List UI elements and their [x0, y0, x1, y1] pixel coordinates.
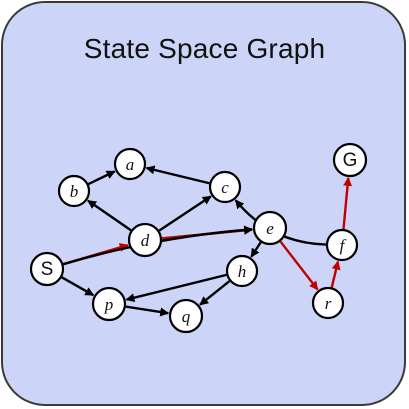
- node-e: e: [252, 210, 288, 246]
- edge-c-to-a: [145, 165, 210, 185]
- node-f-circle: [325, 228, 359, 262]
- edge-e-to-r: [279, 240, 319, 291]
- edge-d-to-b: [87, 199, 132, 232]
- node-h-label: h: [238, 262, 247, 281]
- node-c-label: c: [221, 178, 229, 197]
- node-q-circle: [168, 298, 204, 334]
- node-G-label: G: [343, 150, 358, 171]
- node-b: b: [57, 174, 91, 208]
- node-p-label: p: [104, 295, 114, 314]
- node-p: p: [91, 286, 127, 322]
- node-r: r: [311, 286, 345, 320]
- node-r-label: r: [325, 294, 332, 313]
- diagram-title: State Space Graph: [83, 33, 326, 64]
- node-a: a: [113, 147, 147, 181]
- edge-p-to-q: [125, 305, 170, 317]
- edge-r-to-f: [330, 260, 341, 288]
- node-r-circle: [311, 286, 345, 320]
- node-G: G: [332, 142, 368, 178]
- node-S: S: [29, 251, 65, 287]
- node-h-circle: [225, 254, 259, 288]
- node-S-label: S: [41, 259, 54, 280]
- node-f-label: f: [340, 236, 347, 255]
- node-e-circle: [252, 210, 288, 246]
- node-e-label: e: [266, 219, 274, 238]
- node-p-circle: [91, 286, 127, 322]
- node-f: f: [325, 228, 359, 262]
- node-S-circle: [29, 251, 65, 287]
- node-a-label: a: [126, 155, 135, 174]
- edge-h-to-p: [125, 273, 227, 303]
- node-d-circle: [127, 222, 163, 258]
- node-d: d: [127, 222, 163, 258]
- node-G-circle: [332, 142, 368, 178]
- edge-f-to-G: [342, 176, 353, 230]
- edge-h-to-q: [199, 280, 231, 306]
- edge-S-to-p: [61, 276, 95, 297]
- node-b-label: b: [70, 182, 79, 201]
- edge-e-to-h: [250, 241, 262, 258]
- edge-b-to-a: [87, 170, 116, 186]
- node-d-label: d: [141, 231, 150, 250]
- edge-d-to-c: [158, 195, 212, 232]
- node-c-circle: [208, 170, 242, 204]
- node-q-label: q: [182, 307, 191, 326]
- node-b-circle: [57, 174, 91, 208]
- node-a-circle: [113, 147, 147, 181]
- node-q: q: [168, 298, 204, 334]
- node-h: h: [225, 254, 259, 288]
- node-c: c: [208, 170, 242, 204]
